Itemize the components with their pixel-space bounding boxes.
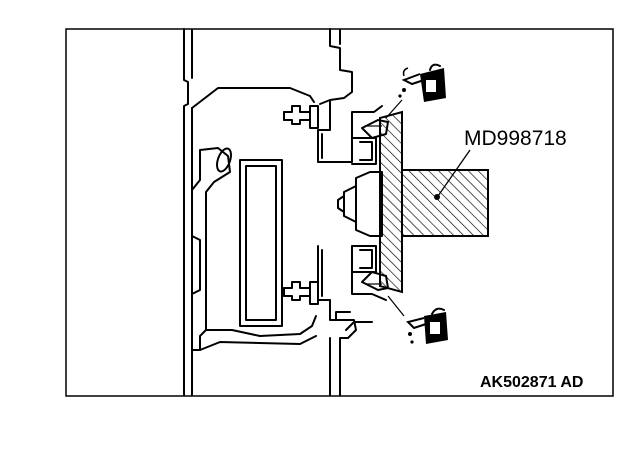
diagram-frame [65,28,614,397]
lower-bolt [283,281,319,305]
crankshaft-end [337,137,383,273]
upper-bolt [283,105,319,129]
engine-block [183,28,387,396]
tool-number-label: MD998718 [464,127,567,150]
oil-can-icon [387,295,448,344]
reference-code: AK502871 AD [480,374,584,391]
tool-leader-line [434,149,471,200]
oil-can-icon [385,63,446,119]
special-tool [379,110,489,294]
